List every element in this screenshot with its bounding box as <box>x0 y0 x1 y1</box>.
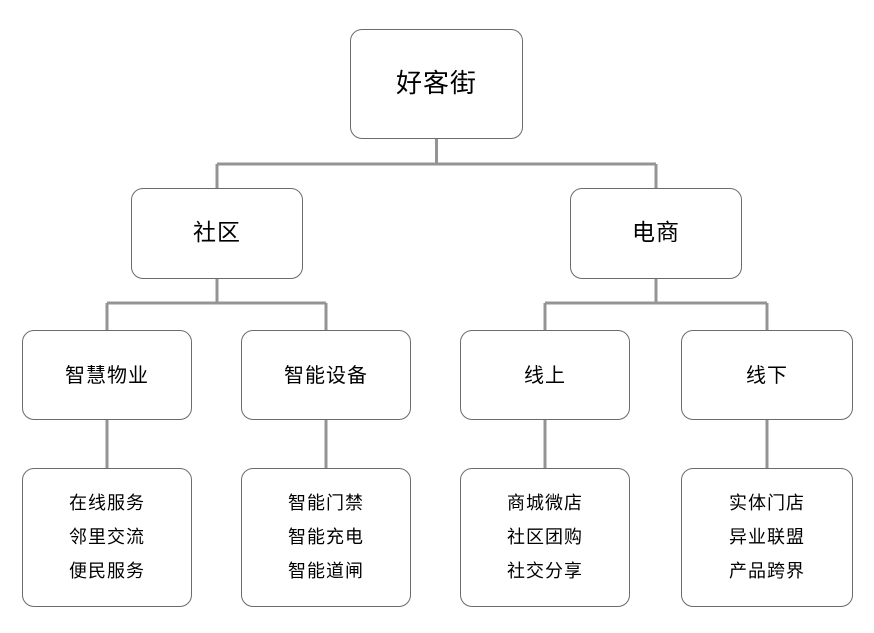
node-root-label: 好客街 <box>395 69 477 99</box>
leaf-item: 智能门禁 <box>288 492 364 514</box>
leaf-item: 社交分享 <box>507 560 583 582</box>
node-smart-property-label: 智慧物业 <box>65 363 149 387</box>
node-smart-device-label: 智能设备 <box>284 363 368 387</box>
leaf-item: 产品跨界 <box>729 560 805 582</box>
node-root[interactable]: 好客街 <box>350 29 523 139</box>
node-community[interactable]: 社区 <box>131 188 303 279</box>
leaf-item: 便民服务 <box>69 560 145 582</box>
node-offline[interactable]: 线下 <box>681 330 853 420</box>
node-ecommerce-label: 电商 <box>632 220 680 246</box>
leaf-smart-property-items[interactable]: 在线服务 邻里交流 便民服务 <box>22 468 192 607</box>
node-offline-label: 线下 <box>746 363 788 387</box>
leaf-item: 智能道闸 <box>288 560 364 582</box>
node-smart-device[interactable]: 智能设备 <box>241 330 411 420</box>
leaf-item: 社区团购 <box>507 526 583 548</box>
leaf-item: 在线服务 <box>69 492 145 514</box>
node-online-label: 线上 <box>524 363 566 387</box>
node-community-label: 社区 <box>193 220 241 246</box>
node-smart-property[interactable]: 智慧物业 <box>22 330 192 420</box>
leaf-online-items[interactable]: 商城微店 社区团购 社交分享 <box>460 468 630 607</box>
leaf-item: 异业联盟 <box>729 526 805 548</box>
leaf-item: 实体门店 <box>729 492 805 514</box>
node-online[interactable]: 线上 <box>460 330 630 420</box>
node-ecommerce[interactable]: 电商 <box>570 188 742 279</box>
leaf-item: 商城微店 <box>507 492 583 514</box>
leaf-smart-device-items[interactable]: 智能门禁 智能充电 智能道闸 <box>241 468 411 607</box>
leaf-item: 邻里交流 <box>69 526 145 548</box>
leaf-item: 智能充电 <box>288 526 364 548</box>
leaf-offline-items[interactable]: 实体门店 异业联盟 产品跨界 <box>681 468 853 607</box>
